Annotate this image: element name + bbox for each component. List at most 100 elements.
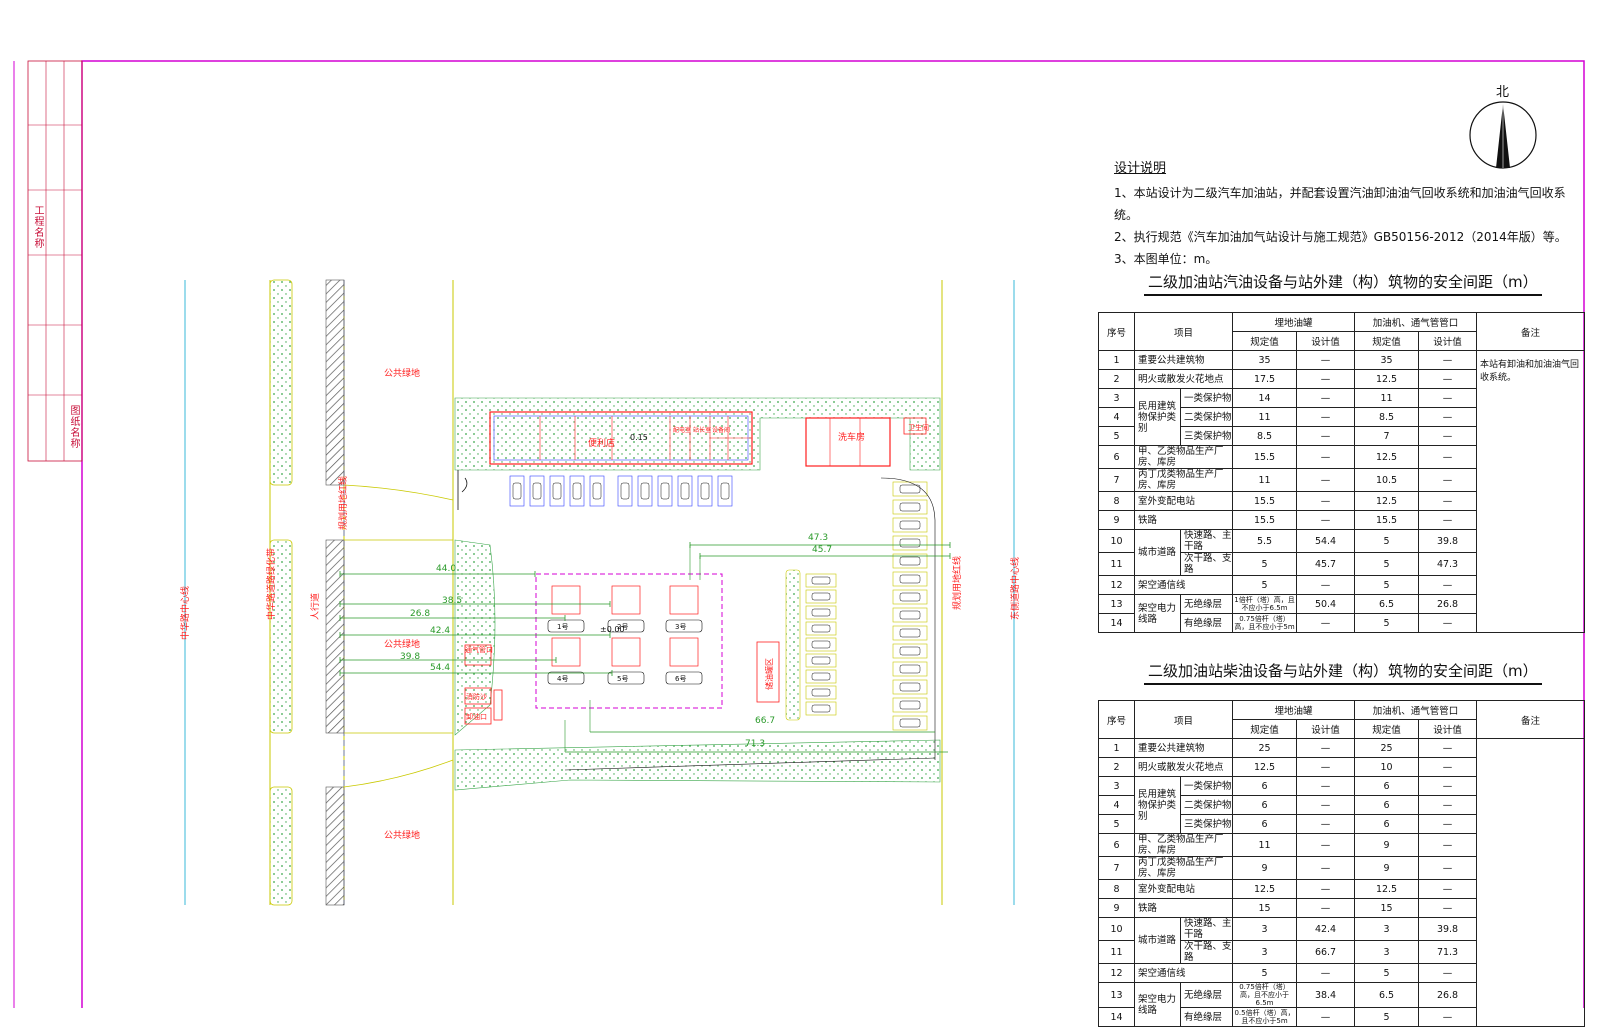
label-greenbelt: 中华路道路绿化带 [265,548,277,620]
cell-no: 14 [1098,1007,1135,1027]
cell-tank-design: — [1296,445,1356,469]
cell-disp-design: — [1418,407,1478,427]
cell-disp-spec: 7 [1354,426,1420,446]
dim-d3: 26.8 [410,609,430,619]
cell-disp-design: 26.8 [1418,982,1478,1008]
cell-tank-design: — [1296,510,1356,530]
header-spec: 规定值 [1232,719,1298,739]
cell-no: 8 [1098,491,1135,511]
cell-item: 丙丁戊类物品生产厂房、库房 [1133,856,1234,880]
cell-tank-design: 50.4 [1296,594,1356,614]
island-label: 6号 [675,675,686,683]
cell-disp-design: — [1418,776,1478,796]
cell-tank-spec: 35 [1232,350,1298,370]
site-boundary [457,470,936,771]
cell-sub: 无绝缘层 [1179,594,1234,614]
fuel-island: 3号 [665,585,703,633]
cell-disp-design: — [1418,898,1478,918]
cell-sub: 三类保护物 [1179,814,1234,834]
cell-disp-design: 47.3 [1418,552,1478,576]
parking-stall [892,715,928,731]
header-design: 设计值 [1418,719,1478,739]
cell-disp-spec: 25 [1354,738,1420,758]
header-no: 序号 [1098,312,1135,351]
cell-no: 12 [1098,575,1135,595]
parking-stall [892,553,928,569]
parking-stall [892,517,928,533]
header-spec: 规定值 [1354,331,1420,351]
label-vent: 通气管口 [465,645,493,654]
cell-disp-spec: 5 [1354,529,1420,553]
cell-disp-spec: 3 [1354,940,1420,964]
fuel-island: 1号 [547,585,585,633]
parking-stall [805,685,837,700]
cell-tank-design: 42.4 [1296,917,1356,941]
island-label: 2号 [617,623,628,631]
header-item: 项目 [1133,312,1234,351]
dim-d4: 42.4 [430,626,450,636]
cell-item: 明火或散发火花地点 [1133,369,1234,389]
cell-no: 1 [1098,350,1135,370]
cell-tank-spec: 12.5 [1232,757,1298,777]
island-label: 1号 [557,623,568,631]
cell-disp-spec: 6 [1354,776,1420,796]
cell-item: 城市道路 [1134,529,1181,576]
cell-tank-design: 66.7 [1296,940,1356,964]
header-spec: 规定值 [1232,331,1298,351]
dimension-texts: 44.0 38.5 26.8 42.4 39.8 54.4 47.3 45.7 … [400,533,832,749]
cell-no: 8 [1098,879,1135,899]
cell-item: 丙丁戊类物品生产厂房、库房 [1133,468,1234,492]
north-label: 北 [1496,85,1509,100]
cell-item: 重要公共建筑物 [1133,350,1234,370]
cell-tank-design: 38.4 [1296,982,1356,1008]
label-boundary-east: 规划用地红线 [951,556,963,610]
dim-d9: 66.7 [755,716,775,726]
title-block-sheet: 图纸名称 [68,405,79,449]
cell-disp-spec: 8.5 [1354,407,1420,427]
label-tank-area: 储油罐区 [764,658,774,690]
cell-disp-spec: 35 [1354,350,1420,370]
cell-tank-spec: 0.75倍杆（塔）高，且不应小于6.5m [1232,982,1298,1008]
parking-stall [892,499,928,515]
cell-sub: 次干路、支路 [1179,552,1234,576]
label-fire: 消防沙 [466,692,487,701]
cell-tank-design: — [1296,575,1356,595]
notes-line-3: 3、本图单位：m。 [1114,252,1218,266]
cell-sub: 一类保护物 [1179,388,1234,408]
cell-disp-spec: 9 [1354,856,1420,880]
cell-no: 10 [1098,917,1135,941]
cell-disp-spec: 10 [1354,757,1420,777]
cell-disp-design: — [1418,856,1478,880]
cell-tank-spec: 6 [1232,814,1298,834]
cell-disp-spec: 6.5 [1354,982,1420,1008]
cell-no: 12 [1098,963,1135,983]
parking-stalls-mid [805,573,837,716]
cell-tank-design: 54.4 [1296,529,1356,553]
header-remark: 备注 [1476,312,1586,351]
cell-tank-spec: 5.5 [1232,529,1298,553]
label-public-green-3: 公共绿地 [384,829,420,841]
parking-stall [892,535,928,551]
cell-sub: 有绝缘层 [1179,613,1234,633]
cell-sub: 快速路、主干路 [1179,529,1234,553]
cell-tank-spec: 11 [1232,468,1298,492]
header-dispenser: 加油机、通气管管口 [1354,312,1478,332]
cell-no: 14 [1098,613,1135,633]
cell-tank-spec: 8.5 [1232,426,1298,446]
cell-item: 室外变配电站 [1133,879,1234,899]
cell-tank-spec: 3 [1232,940,1298,964]
parking-stall [549,475,565,507]
cell-tank-design: — [1296,491,1356,511]
cell-remark [1476,738,1586,1027]
fuel-island: 5号 [607,637,645,685]
cell-no: 3 [1098,388,1135,408]
cell-no: 13 [1098,982,1135,1008]
parking-stall [509,475,525,507]
